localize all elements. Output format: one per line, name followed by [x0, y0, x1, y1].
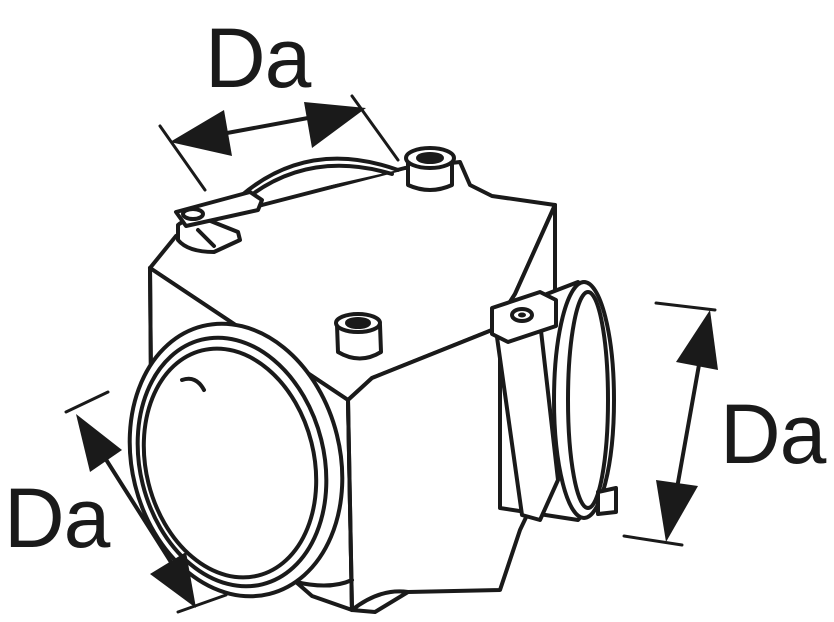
inspection-cap-arc-inner [238, 163, 394, 206]
right-clamp-screw-hole [518, 312, 526, 318]
dimension-top-arrow-right [304, 102, 366, 148]
bottom-fold-right [350, 589, 410, 612]
dimension-label-left: Da [4, 471, 110, 565]
latch-pin [181, 207, 205, 221]
mid-lug-body [335, 323, 383, 361]
top-lug-slot [416, 152, 444, 164]
right-spigot-foot [596, 486, 618, 516]
dimension-left-arrow-top [76, 414, 122, 472]
right-spigot-rim-inner [566, 290, 610, 510]
right-spigot-rim [552, 280, 616, 520]
dimension-label-right: Da [720, 387, 826, 481]
dimension-right-arrow-bottom [656, 480, 698, 542]
mid-lug-slot [345, 317, 371, 329]
left-spigot-inner-rim [135, 335, 329, 589]
dimension-top-arrow-left [170, 110, 232, 156]
latch-foot [196, 228, 216, 248]
dimension-right [622, 301, 718, 547]
dimension-label-top: Da [205, 11, 311, 105]
dimension-left [64, 390, 228, 614]
box-edge-center [346, 398, 354, 612]
dimension-top [158, 94, 400, 192]
bottom-fold-left [294, 578, 354, 588]
dimension-right-arrow-top [676, 310, 718, 370]
left-spigot-seam [180, 376, 206, 392]
dimension-left-arrow-bottom [150, 552, 196, 608]
left-spigot-bore [141, 346, 319, 580]
